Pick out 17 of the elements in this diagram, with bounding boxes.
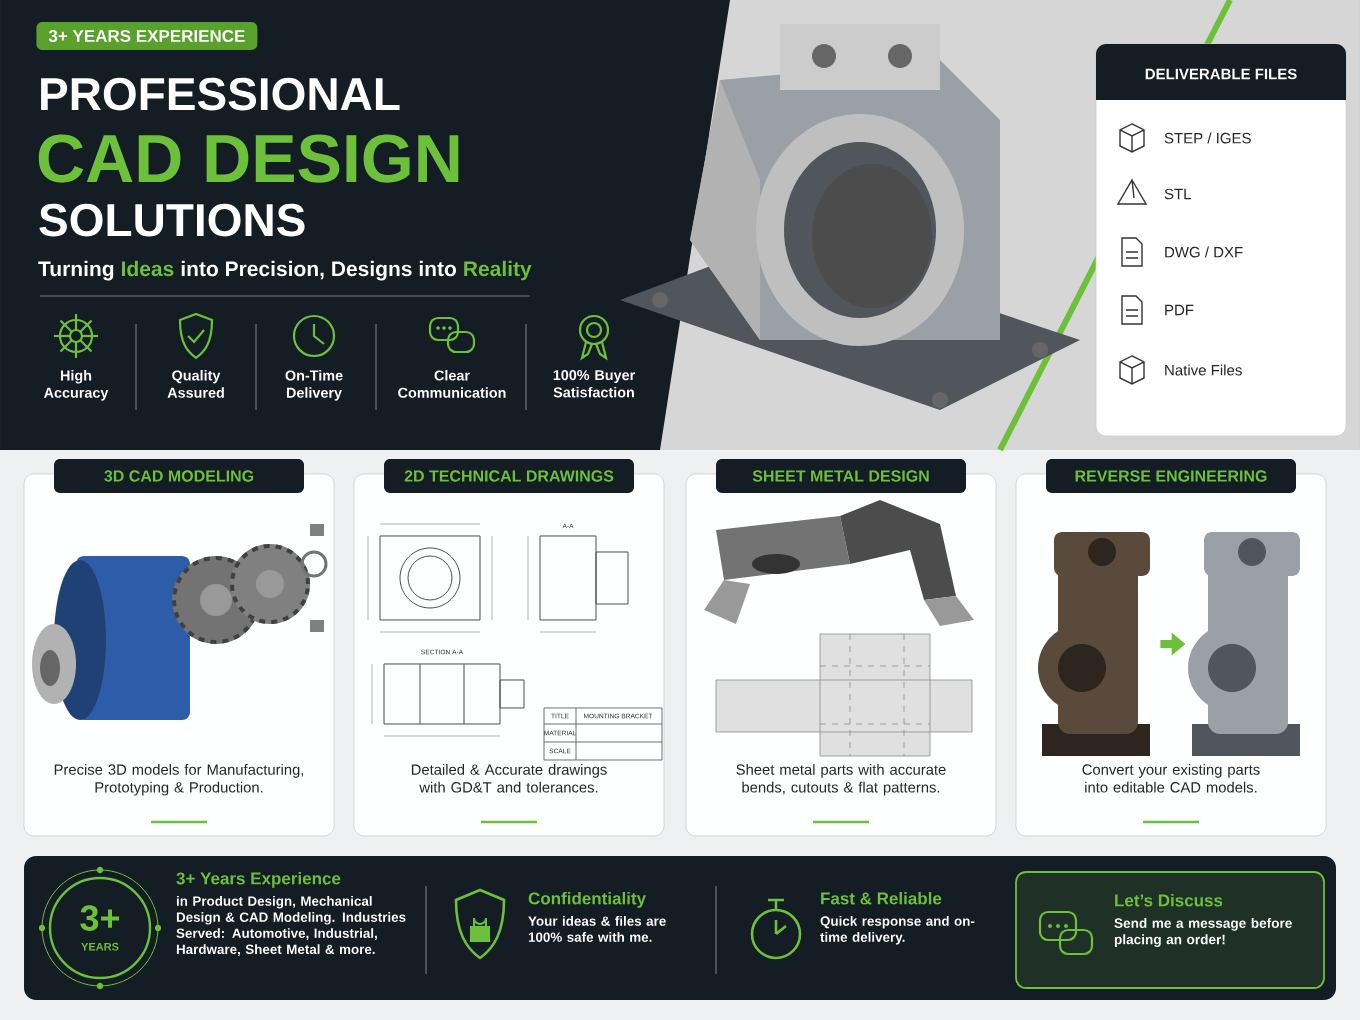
title-line: PROFESSIONAL <box>41 77 400 111</box>
tagline-text: into Precision, Designs into <box>181 260 456 281</box>
info-heading: Fast & Reliable <box>821 891 942 905</box>
card-heading: REVERSE ENGINEERING <box>1046 459 1296 493</box>
clean-part-drawing <box>1188 532 1300 756</box>
card-heading: 3D CAD MODELING <box>54 459 304 493</box>
card-heading: 2D TECHNICAL DRAWINGS <box>384 459 634 493</box>
tagline-text: Reality <box>464 260 532 281</box>
tagline-text: Turning <box>38 260 114 281</box>
info-heading: Confidentiality <box>528 891 646 908</box>
experience-badge: 3+ YEARS EXPERIENCE <box>36 21 258 50</box>
title-line: SOLUTIONS <box>39 203 305 237</box>
tagline-text: Ideas <box>122 260 174 277</box>
worn-part-drawing <box>1038 532 1150 756</box>
info-heading: 3+ Years Experience <box>176 871 341 888</box>
card-heading: SHEET METAL DESIGN <box>716 459 966 493</box>
title-line: CAD DESIGN <box>38 134 459 183</box>
